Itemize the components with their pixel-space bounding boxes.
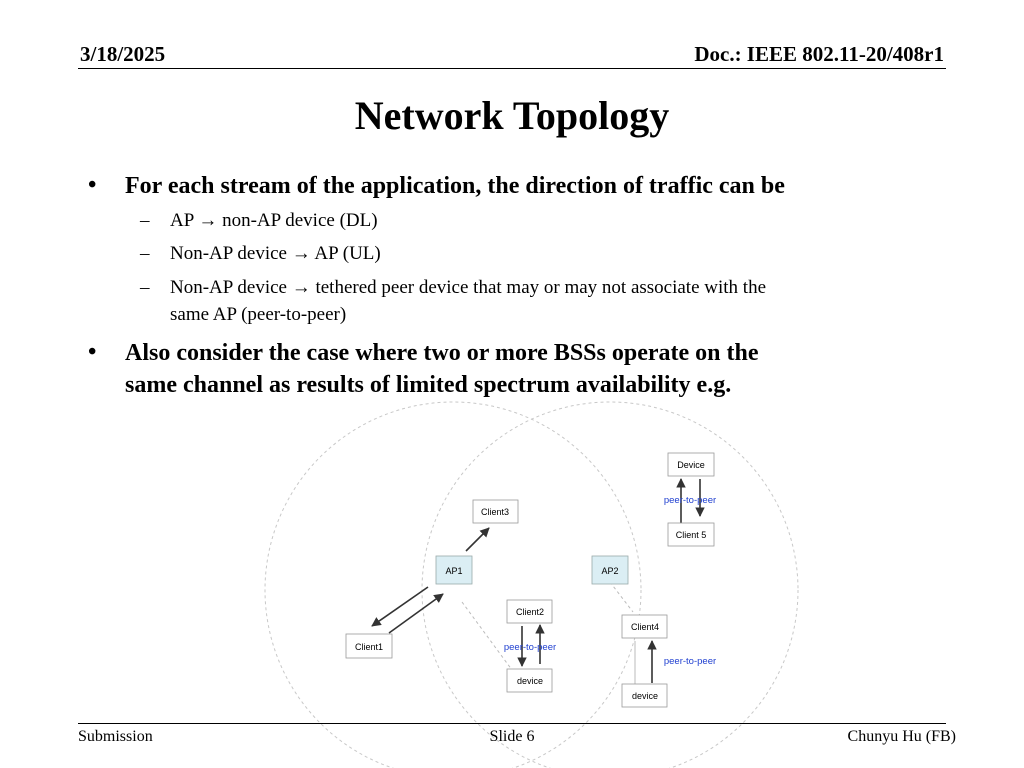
arrow-right-icon: → (198, 210, 218, 231)
header-rule (78, 68, 946, 69)
peer-to-peer-label-mid: peer-to-peer (504, 642, 556, 653)
sub-bullet-3-continued: same AP (peer-to-peer) (170, 304, 347, 325)
sub-bullet-3-a: Non-AP device (170, 277, 287, 298)
node-client5-label: Client 5 (676, 530, 707, 540)
sub-bullet-2-b: AP (UL) (314, 243, 381, 264)
node-client1-label: Client1 (355, 642, 383, 652)
sub-bullet-3-dash: – (140, 277, 150, 298)
node-client2-label: Client2 (516, 607, 544, 617)
node-client3: Client3 (472, 499, 519, 524)
ap1-to-client3-arrow (465, 527, 490, 552)
arrow-right-icon: → (291, 277, 311, 298)
node-ap1-label: AP1 (445, 566, 462, 576)
sub-bullet-1: AP → non-AP device (DL) (170, 207, 378, 234)
node-device-mid: device (506, 668, 553, 693)
sub-bullet-2: Non-AP device → AP (UL) (170, 240, 381, 267)
sub-bullet-3-b: tethered peer device that may or may not… (315, 277, 767, 298)
sub-bullet-1-dash: – (140, 210, 150, 231)
node-ap1: AP1 (435, 555, 473, 585)
peer-to-peer-label-bottom: peer-to-peer (664, 656, 716, 667)
node-device-bottom-label: device (632, 691, 658, 701)
footer-slide-number: Slide 6 (489, 728, 535, 745)
sub-bullet-2-a: Non-AP device (170, 243, 287, 264)
node-device-bottom: device (621, 683, 668, 708)
footer-submission: Submission (78, 728, 153, 745)
node-client4: Client4 (621, 614, 668, 639)
bullet-2-glyph: • (88, 339, 97, 365)
bullet-2-line-2: same channel as results of limited spect… (125, 372, 732, 398)
footer-rule (78, 723, 946, 724)
peer-to-peer-label-top: peer-to-peer (664, 495, 716, 506)
sub-bullet-2-dash: – (140, 243, 150, 264)
header-date: 3/18/2025 (80, 42, 166, 66)
node-client2: Client2 (506, 599, 553, 624)
sub-bullet-1-b: non-AP device (DL) (222, 210, 378, 231)
sub-bullet-3: Non-AP device → tethered peer device tha… (170, 274, 766, 301)
node-ap2-label: AP2 (601, 566, 618, 576)
bss1-coverage-circle (264, 401, 642, 768)
ap1-to-client1-arrow (388, 593, 444, 634)
footer-author: Chunyu Hu (FB) (847, 728, 956, 745)
header-doc-id: Doc.: IEEE 802.11-20/408r1 (694, 42, 944, 66)
slide-title: Network Topology (354, 93, 670, 138)
node-client3-label: Client3 (481, 507, 509, 517)
bss2-coverage-circle (421, 401, 799, 768)
node-ap2: AP2 (591, 555, 629, 585)
bullet-1-glyph: • (88, 172, 97, 198)
node-device-top-label: Device (677, 460, 705, 470)
node-device-mid-label: device (517, 676, 543, 686)
node-client1: Client1 (345, 633, 393, 659)
node-client4-label: Client4 (631, 622, 659, 632)
bullet-1-text: For each stream of the application, the … (125, 173, 785, 199)
client1-to-ap1-arrow (371, 586, 429, 627)
ap2-to-client4-dashed (609, 581, 634, 613)
arrow-right-icon: → (291, 243, 311, 264)
node-client5: Client 5 (667, 522, 715, 547)
bullet-2-line-1: Also consider the case where two or more… (125, 340, 759, 366)
node-device-top: Device (667, 452, 715, 477)
ap1-to-device-dashed (461, 601, 513, 671)
sub-bullet-1-a: AP (170, 210, 194, 231)
